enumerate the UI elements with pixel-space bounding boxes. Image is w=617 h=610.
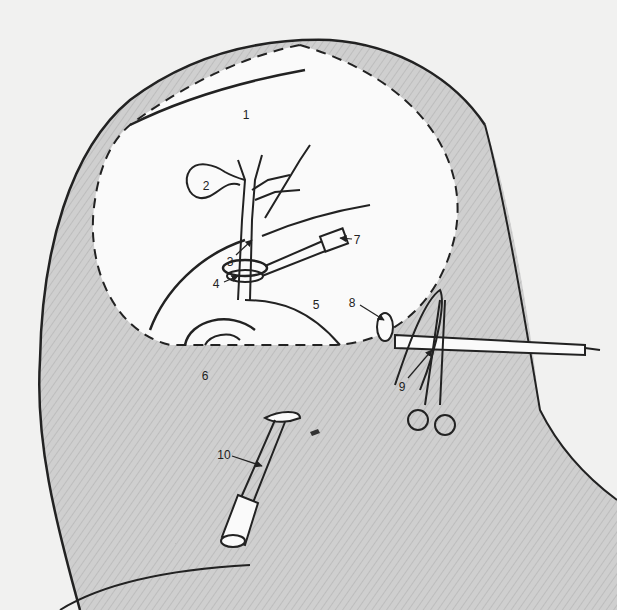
vessel bbox=[238, 160, 245, 300]
brain-fissure bbox=[150, 240, 245, 330]
retractor-tip bbox=[320, 228, 348, 251]
leader-line bbox=[408, 350, 432, 378]
head-outline bbox=[39, 40, 485, 610]
drain-shaft bbox=[240, 420, 285, 505]
callout-number: 7 bbox=[354, 234, 361, 246]
leader-line bbox=[340, 238, 352, 239]
vessel-loop bbox=[227, 270, 263, 282]
craniotomy-window bbox=[93, 45, 458, 345]
loop-tail bbox=[262, 250, 328, 276]
syringe-tip bbox=[585, 348, 600, 350]
temporal-lobe-curve bbox=[205, 335, 240, 345]
hemostat-ring bbox=[435, 415, 455, 435]
leader-line bbox=[236, 240, 252, 255]
syringe-barrel bbox=[395, 335, 585, 355]
callout-number: 9 bbox=[399, 381, 406, 393]
drain-head bbox=[265, 412, 300, 422]
leader-line bbox=[232, 456, 262, 466]
drain-hub-end bbox=[221, 535, 245, 547]
hemostat-ring bbox=[408, 410, 428, 430]
callout-number: 10 bbox=[217, 449, 230, 461]
callout-number: 6 bbox=[202, 370, 209, 382]
hemostat bbox=[425, 300, 445, 405]
temporal-lobe-curve bbox=[185, 319, 255, 345]
callout-number: 8 bbox=[349, 297, 356, 309]
head-shading bbox=[39, 40, 617, 610]
brain-fissure bbox=[262, 205, 370, 236]
shoulder-line bbox=[60, 565, 250, 610]
leader-line bbox=[224, 276, 238, 282]
callout-number: 5 bbox=[313, 299, 320, 311]
temporal-lobe-edge bbox=[245, 300, 340, 345]
leader-line bbox=[360, 305, 384, 320]
neck-line bbox=[485, 125, 617, 500]
callout-number: 3 bbox=[227, 256, 234, 268]
callout-number: 2 bbox=[203, 180, 210, 192]
skin-flap-edge bbox=[130, 70, 305, 125]
vessel bbox=[265, 145, 310, 218]
aneurysm bbox=[187, 164, 245, 198]
callout-number: 1 bbox=[243, 109, 250, 121]
callout-number: 4 bbox=[213, 278, 220, 290]
skin-mark bbox=[310, 429, 320, 436]
